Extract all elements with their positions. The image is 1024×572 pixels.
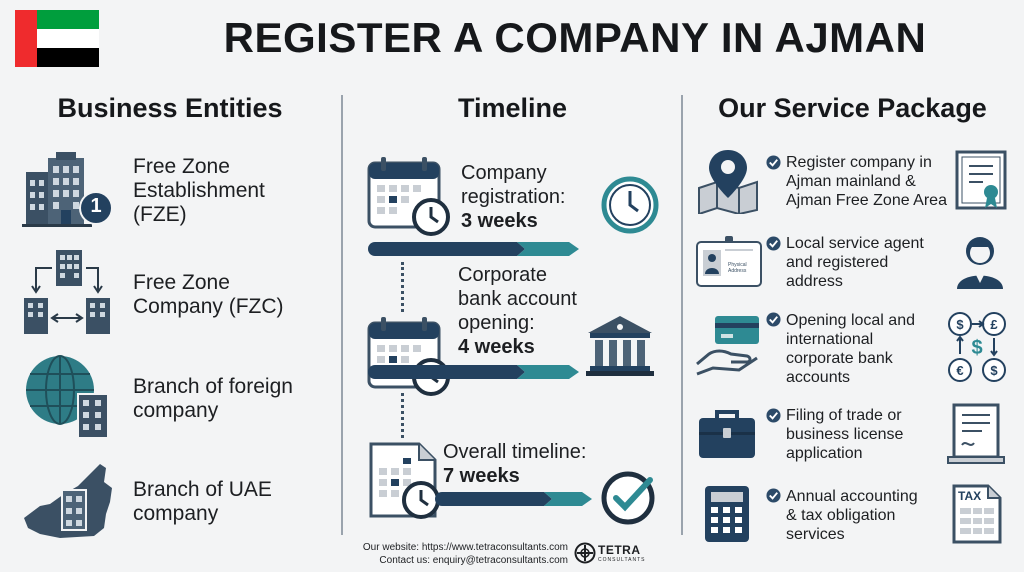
currency-exchange-icon: $ £ € $ $ (948, 312, 1006, 382)
id-card-icon (696, 236, 762, 287)
clock-icon (601, 176, 659, 234)
svg-text:£: £ (990, 317, 998, 332)
service-license-label: Filing of trade or business license appl… (786, 407, 904, 462)
column-divider-right (681, 95, 683, 535)
email-link[interactable]: Contact us: enquiry@tetraconsultants.com (379, 555, 568, 566)
timeline-heading: Timeline (457, 93, 568, 123)
service-register-label: Register company in Ajman mainland & Ajm… (786, 154, 947, 209)
calendar-clock-icon (367, 157, 450, 236)
footer-contact: Our website: https://www.tetraconsultant… (300, 541, 568, 567)
timeline-step2-label: Corporate bank account opening: 4 weeks (458, 264, 577, 358)
building-one-icon (22, 152, 113, 227)
card-hand-icon (696, 316, 759, 376)
entity-fze-label: Free Zone Establishment (FZE) (133, 155, 265, 226)
check-circle-icon (766, 408, 781, 423)
agent-person-icon (957, 237, 1003, 289)
tax-document-label: TAX (958, 489, 982, 503)
entity-foreign-branch-label: Branch of foreign company (133, 375, 293, 422)
timeline-connector (401, 262, 404, 312)
timeline-step3-label: Overall timeline: 7 weeks (443, 441, 587, 487)
check-circle-icon (766, 155, 781, 170)
tax-document-icon (952, 484, 1002, 544)
service-accounting-label: Annual accounting & tax obligation servi… (786, 488, 918, 543)
timeline-progress-bar (435, 492, 592, 506)
globe-building-icon (26, 355, 109, 439)
document-calendar-icon (369, 442, 440, 519)
check-circle-icon (766, 236, 781, 251)
entities-heading: Business Entities (57, 93, 283, 123)
page-title: REGISTER A COMPANY IN AJMAN (223, 14, 927, 61)
timeline-progress-bar (368, 242, 579, 256)
timeline-progress-bar (368, 365, 579, 379)
entity-uae-branch-label: Branch of UAE company (133, 478, 272, 525)
svg-text:$: $ (990, 363, 998, 378)
uae-flag-icon (15, 10, 99, 67)
service-agent-label: Local service agent and registered addre… (786, 235, 924, 290)
timeline-step1-label: Company registration: 3 weeks (461, 162, 566, 232)
uae-map-building-icon (24, 464, 112, 538)
license-document-icon (947, 403, 1005, 464)
entity-fzc-label: Free Zone Company (FZC) (133, 271, 284, 318)
column-divider-left (341, 95, 343, 535)
calculator-icon (705, 486, 749, 542)
map-pin-icon (698, 150, 758, 214)
svg-text:$: $ (956, 317, 964, 332)
briefcase-icon (699, 410, 755, 458)
certificate-icon (955, 150, 1007, 210)
calendar-clock-icon (367, 317, 450, 396)
entity-badge: 1 (90, 195, 102, 217)
check-circle-icon (766, 312, 781, 327)
card-address-text: Physical Address (728, 262, 747, 274)
svg-text:$: $ (971, 337, 982, 359)
checkmark-circle-icon (601, 471, 655, 525)
check-circle-icon (766, 488, 781, 503)
timeline-connector (401, 393, 404, 438)
services-heading: Our Service Package (718, 93, 987, 123)
tetra-logo-icon (574, 542, 596, 564)
bank-icon (586, 316, 654, 376)
connected-buildings-icon (24, 250, 110, 334)
service-bank-label: Opening local and international corporat… (786, 312, 915, 386)
tetra-brand: TETRA CONSULTANTS (598, 543, 646, 563)
website-link[interactable]: Our website: https://www.tetraconsultant… (362, 542, 568, 553)
svg-text:€: € (956, 363, 963, 378)
